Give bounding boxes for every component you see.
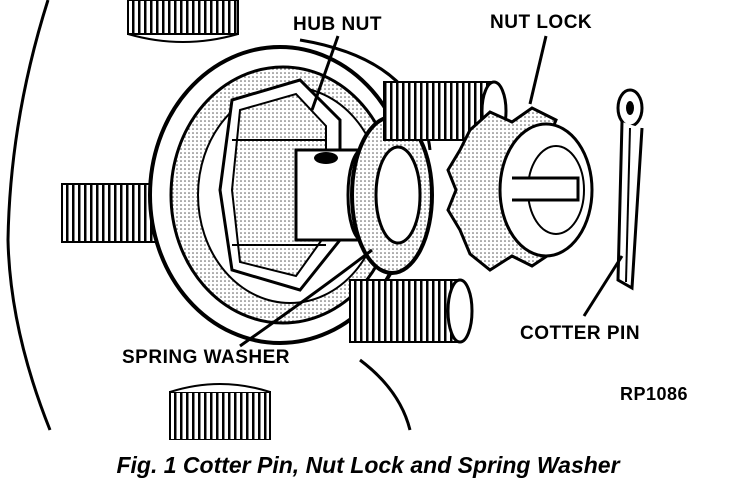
leader-cotter-pin [582, 255, 624, 317]
nut-lock [446, 106, 594, 272]
figure-caption: Fig. 1 Cotter Pin, Nut Lock and Spring W… [116, 452, 620, 478]
leader-nut-lock [528, 35, 548, 105]
leader-spring-washer [239, 248, 373, 348]
cotter-pin-label: COTTER PIN [520, 323, 641, 344]
wheel-stud-bottom [169, 383, 271, 440]
cotter-pin [616, 88, 644, 291]
nut-lock-label: NUT LOCK [490, 12, 593, 33]
figure-code: RP1086 [620, 384, 689, 404]
leader-hub-nut [310, 35, 340, 111]
leader-lines [239, 35, 624, 348]
spring-washer-label: SPRING WASHER [122, 347, 291, 368]
spring-washer [350, 115, 434, 275]
hub-nut-label: HUB NUT [293, 14, 382, 35]
wheel-stud-top [127, 0, 239, 43]
exploded-hub-diagram [6, 0, 644, 440]
wheel-stud-lower-right [349, 278, 474, 344]
